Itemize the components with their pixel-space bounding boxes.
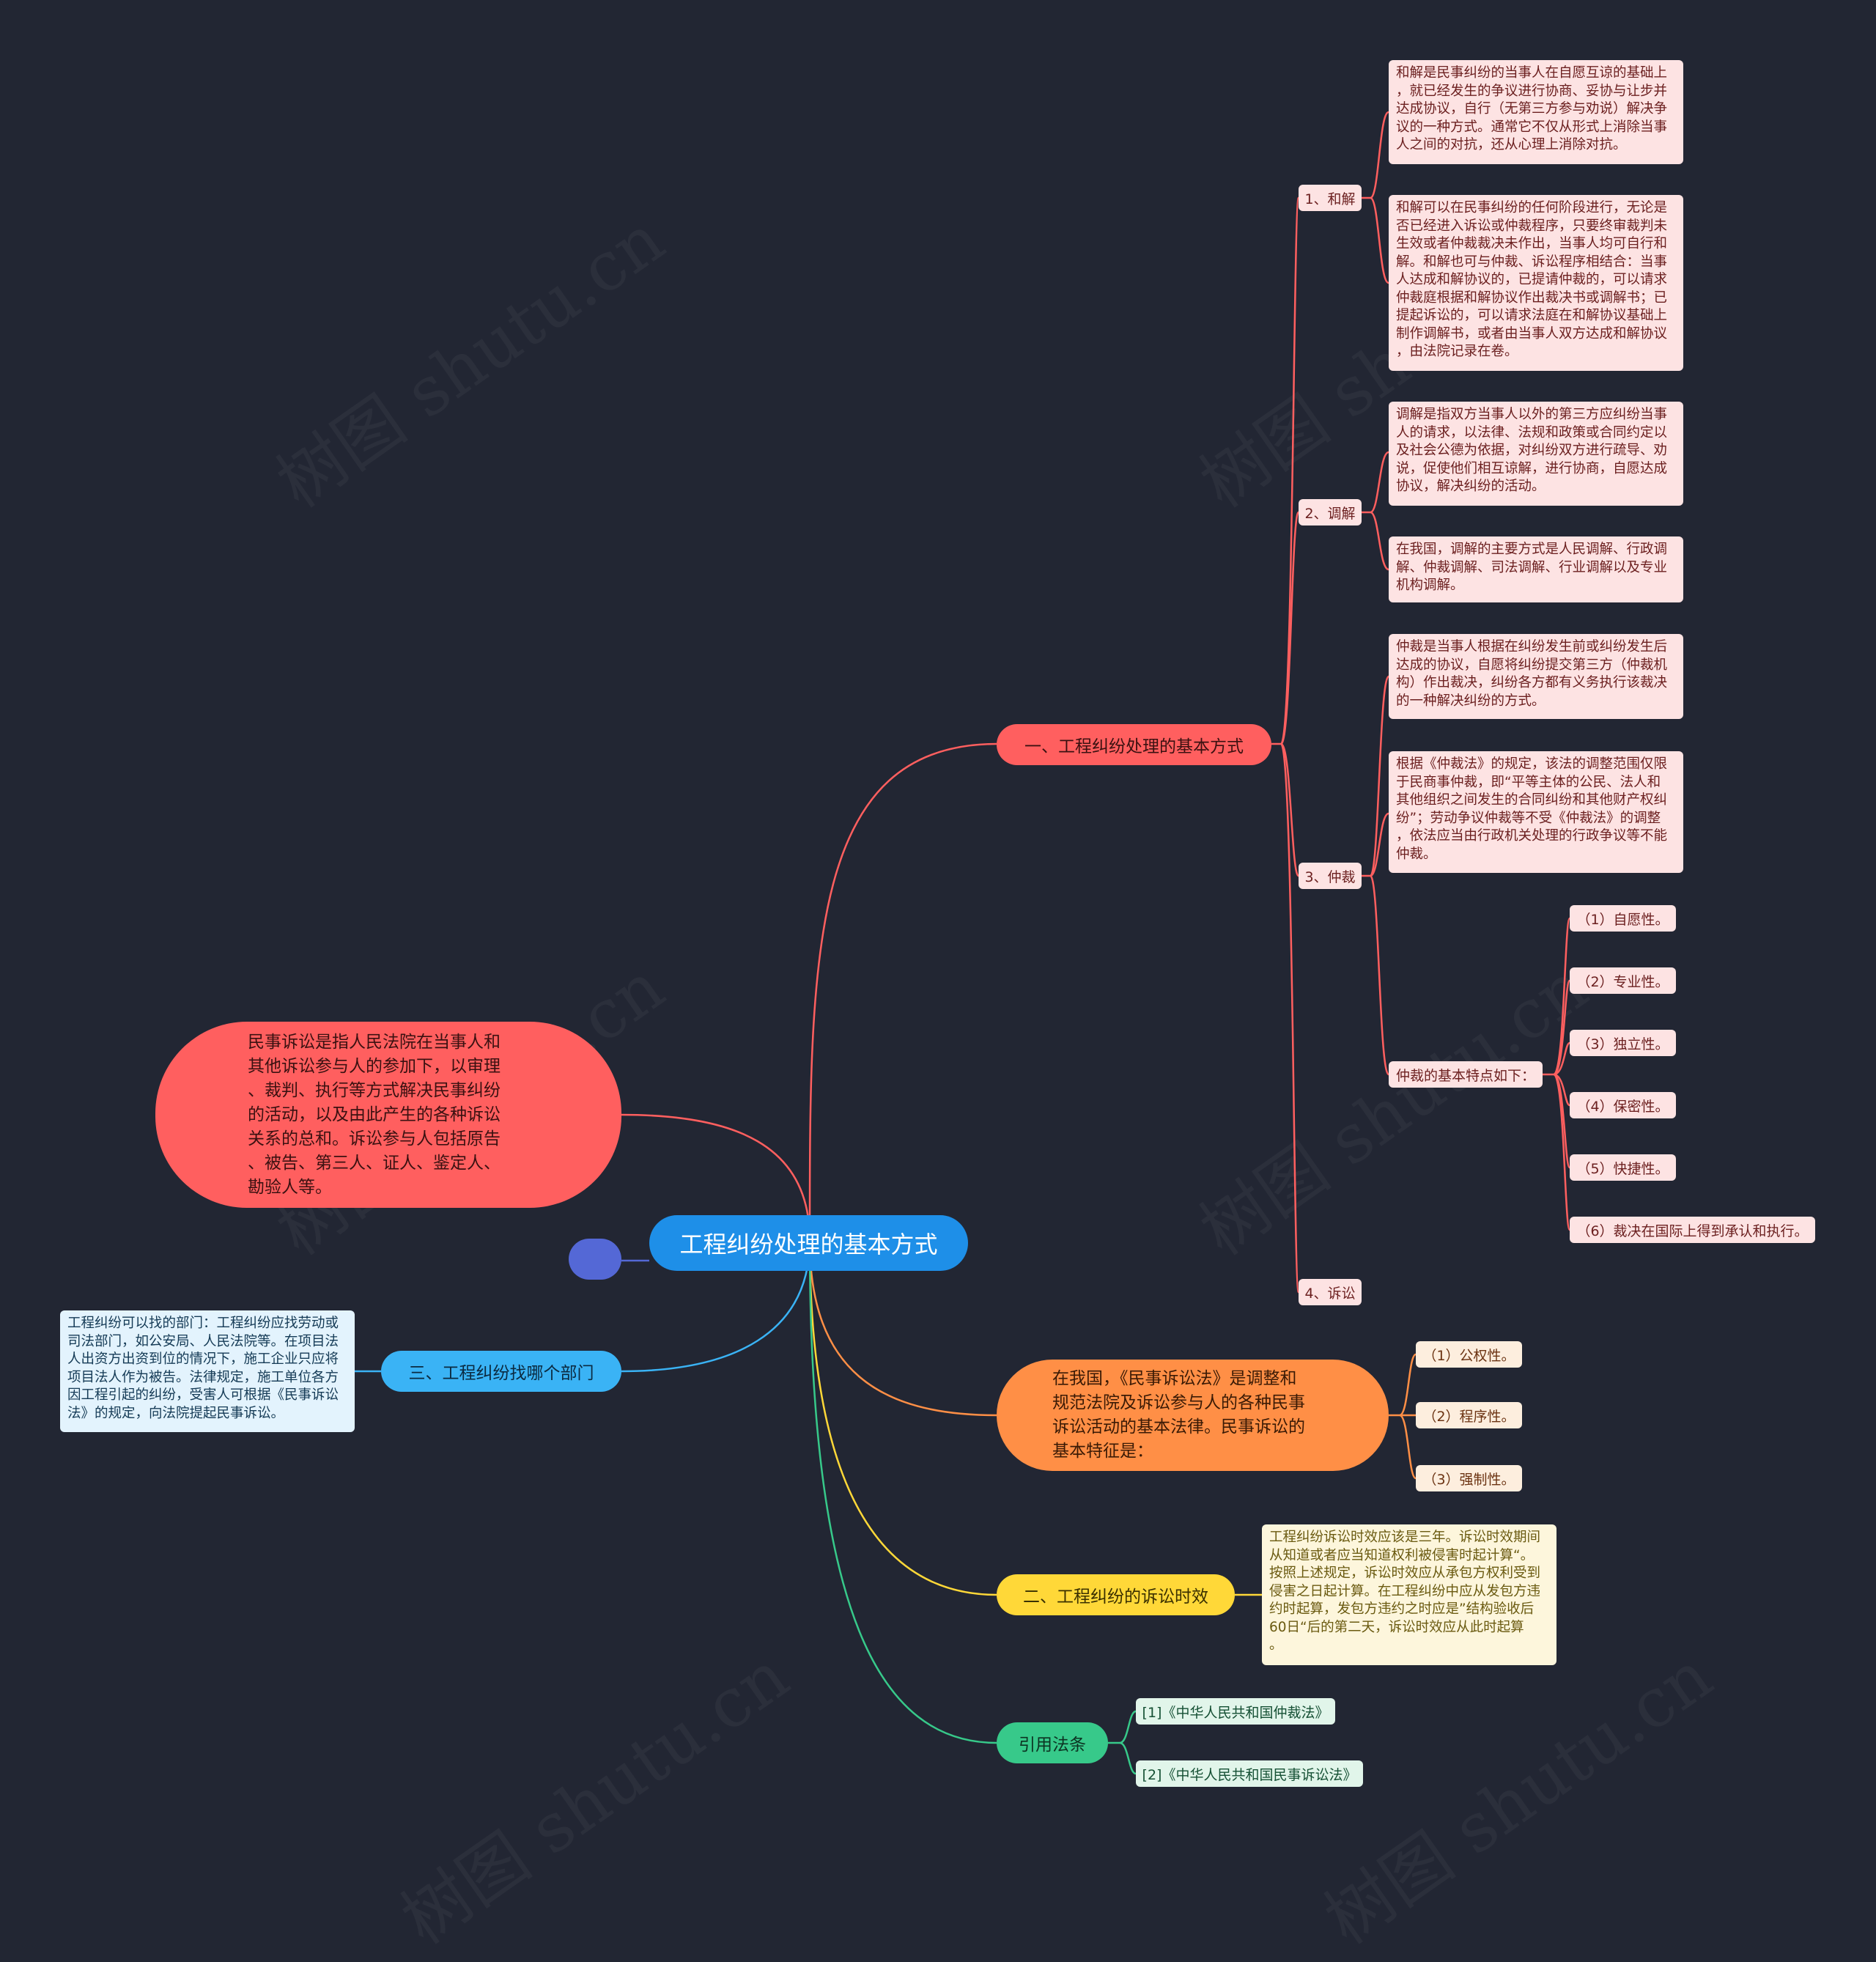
note-heje-definition[interactable]: 和解是民事纠纷的当事人在自愿互谅的基础上 ，就已经发生的争议进行协商、妥协与让步… [1389, 60, 1683, 164]
link-feature-6 [1552, 1073, 1571, 1231]
feature-item[interactable]: （5）快捷性。 [1570, 1154, 1676, 1181]
node-susong[interactable]: 4、诉讼 [1299, 1279, 1362, 1305]
note-zhongcai-definition[interactable]: 仲裁是当事人根据在纠纷发生前或纠纷发生后 达成的协议，自愿将纠纷提交第三方（仲裁… [1389, 634, 1683, 719]
note-text: 在我国，调解的主要方式是人民调解、行政调 解、仲裁调解、司法调解、行业调解以及专… [1396, 542, 1668, 593]
link-tiaojie-note1 [1362, 451, 1389, 514]
node-zhongcai-features[interactable]: 仲裁的基本特点如下： [1389, 1061, 1543, 1088]
link-laws-1 [1108, 1710, 1137, 1744]
node-heje[interactable]: 1、和解 [1299, 185, 1362, 211]
note-zhongcai-scope[interactable]: 根据《仲裁法》的规定，该法的调整范围仅限 于民商事仲裁，即“平等主体的公民、法人… [1389, 751, 1683, 873]
link-zhongcai-note1 [1362, 675, 1390, 877]
branch-civil-definition[interactable]: 民事诉讼是指人民法院在当事人和 其他诉讼参与人的参加下，以审理 、裁判、执行等方… [155, 1022, 621, 1208]
feature-item[interactable]: （3）独立性。 [1570, 1030, 1676, 1056]
link-tiaojie-note2 [1370, 511, 1389, 571]
root-node[interactable]: 工程纠纷处理的基本方式 [649, 1215, 968, 1271]
link-zhongcai-note2 [1370, 812, 1389, 877]
empty-branch-node[interactable] [569, 1239, 621, 1280]
branch-methods[interactable]: 一、工程纠纷处理的基本方式 [997, 724, 1271, 765]
branch-civil-procedure-law[interactable]: 在我国，《民事诉讼法》是调整和 规范法院及诉讼参与人的各种民事 诉讼活动的基本法… [997, 1360, 1389, 1471]
link-methods-tiaojie [1279, 511, 1300, 745]
link-root-civil-law [808, 1239, 997, 1417]
cited-law-link[interactable]: [1]《中华人民共和国仲裁法》 [1136, 1698, 1335, 1725]
link-heje-note1 [1362, 111, 1390, 199]
branch-cited-laws[interactable]: 引用法条 [997, 1722, 1108, 1763]
link-heje-note2 [1369, 196, 1390, 284]
note-limitation[interactable]: 工程纠纷诉讼时效应该是三年。诉讼时效期间 从知道或者应当知道权利被侵害时起计算“… [1262, 1524, 1556, 1665]
civil-law-text: 在我国，《民事诉讼法》是调整和 规范法院及诉讼参与人的各种民事 诉讼活动的基本法… [1052, 1369, 1305, 1461]
note-text: 根据《仲裁法》的规定，该法的调整范围仅限 于民商事仲裁，即“平等主体的公民、法人… [1396, 756, 1668, 862]
connector-lines [355, 111, 1571, 1775]
link-methods-zhongcai [1279, 742, 1300, 877]
branch-limitation[interactable]: 二、工程纠纷的诉讼时效 [997, 1574, 1235, 1615]
civil-law-feature[interactable]: （3）强制性。 [1416, 1465, 1522, 1491]
link-civil-law-1 [1389, 1353, 1417, 1417]
note-text: 和解是民事纠纷的当事人在自愿互谅的基础上 ，就已经发生的争议进行协商、妥协与让步… [1396, 65, 1668, 152]
feature-item[interactable]: （1）自愿性。 [1570, 905, 1676, 932]
feature-item[interactable]: （6）裁决在国际上得到承认和执行。 [1570, 1217, 1815, 1243]
note-department[interactable]: 工程纠纷可以找的部门：工程纠纷应找劳动或 司法部门，如公安局、人民法院等。在项目… [60, 1310, 355, 1432]
link-zhongcai-features [1369, 874, 1390, 1076]
note-heje-stages[interactable]: 和解可以在民事纠纷的任何阶段进行，无论是 否已经进入诉讼或仲裁程序，只要终审裁判… [1389, 195, 1683, 371]
note-text: 工程纠纷可以找的部门：工程纠纷应找劳动或 司法部门，如公安局、人民法院等。在项目… [67, 1316, 339, 1421]
note-text: 工程纠纷诉讼时效应该是三年。诉讼时效期间 从知道或者应当知道权利被侵害时起计算“… [1269, 1530, 1541, 1653]
link-root-civil-def [621, 1113, 811, 1241]
link-laws-2 [1119, 1741, 1137, 1775]
link-feature-2 [1553, 979, 1571, 1076]
note-tiaojie-types[interactable]: 在我国，调解的主要方式是人民调解、行政调 解、仲裁调解、司法调解、行业调解以及专… [1389, 536, 1683, 602]
civil-law-feature[interactable]: （2）程序性。 [1416, 1402, 1522, 1428]
link-root-laws [808, 1239, 997, 1744]
cited-law-link[interactable]: [2]《中华人民共和国民事诉讼法》 [1136, 1760, 1363, 1787]
link-root-department [621, 1239, 811, 1373]
civil-definition-text: 民事诉讼是指人民法院在当事人和 其他诉讼参与人的参加下，以审理 、裁判、执行等方… [248, 1032, 501, 1197]
note-text: 调解是指双方当事人以外的第三方应纠纷当事 人的请求，以法律、法规和政策或合同约定… [1396, 407, 1668, 494]
feature-item[interactable]: （4）保密性。 [1570, 1092, 1676, 1118]
note-text: 和解可以在民事纠纷的任何阶段进行，无论是 否已经进入诉讼或仲裁程序，只要终审裁判… [1396, 200, 1668, 359]
link-civil-law-3 [1399, 1414, 1417, 1480]
node-tiaojie[interactable]: 2、调解 [1299, 499, 1362, 525]
note-text: 仲裁是当事人根据在纠纷发生前或纠纷发生后 达成的协议，自愿将纠纷提交第三方（仲裁… [1396, 639, 1668, 709]
link-root-limitation [808, 1239, 997, 1596]
link-methods-heje [1271, 196, 1300, 745]
branch-department[interactable]: 三、工程纠纷找哪个部门 [381, 1351, 621, 1392]
node-zhongcai[interactable]: 3、仲裁 [1299, 863, 1362, 889]
link-feature-3 [1553, 1041, 1570, 1076]
link-methods-susong [1279, 742, 1300, 1294]
mind-map-canvas: 树图 shutu.cn 树图 shutu.cn 树图 shutu.cn 树图 s… [60, 60, 1815, 1787]
civil-law-feature[interactable]: （1）公权性。 [1416, 1341, 1522, 1368]
note-tiaojie-definition[interactable]: 调解是指双方当事人以外的第三方应纠纷当事 人的请求，以法律、法规和政策或合同约定… [1389, 402, 1683, 506]
feature-item[interactable]: （2）专业性。 [1570, 967, 1676, 994]
link-root-methods [808, 742, 997, 1241]
